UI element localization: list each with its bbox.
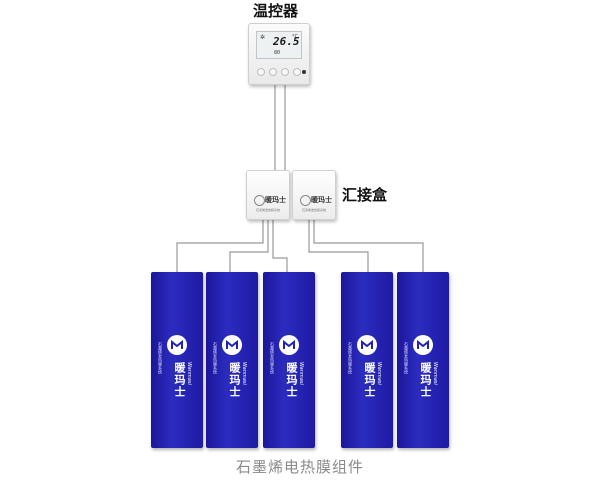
fan-icon: ✲ xyxy=(260,34,266,41)
panel-tagline: 石墨烯发热膜系统 xyxy=(404,342,409,374)
brand-logo-icon xyxy=(222,335,242,355)
panel-brand: 暖玛士 xyxy=(419,362,432,398)
thermostat-button xyxy=(293,68,301,76)
junction-box-right: 暖玛士 石墨烯发热膜系统 xyxy=(292,170,336,220)
temperature-unit: °C xyxy=(292,34,298,40)
junction-box-brand: 暖玛士 xyxy=(311,196,332,204)
wire-panel-4 xyxy=(308,220,369,272)
panel-brand-latin: Wanmasi xyxy=(241,362,247,385)
brand-logo-icon xyxy=(254,195,265,206)
junction-box-left: 暖玛士 石墨烯发热膜系统 xyxy=(246,170,290,220)
heating-film-panel: 石墨烯发热膜系统 暖玛士 Wanmasi xyxy=(151,272,203,448)
panel-brand-latin: Wanmasi xyxy=(186,362,192,385)
panel-brand: 暖玛士 xyxy=(285,362,298,398)
panel-brand: 暖玛士 xyxy=(228,362,241,398)
panel-brand-latin: Wanmasi xyxy=(376,362,382,385)
temperature-readout: 26.5 xyxy=(273,35,300,48)
brand-logo-icon xyxy=(300,195,311,206)
brand-logo-icon xyxy=(357,335,377,355)
wire-panel-1 xyxy=(176,220,264,272)
wire-panel-5 xyxy=(313,220,424,272)
thermostat-button xyxy=(257,68,265,76)
junction-box-slogan: 石墨烯发热膜系统 xyxy=(255,208,280,212)
junction-box-brand: 暖玛士 xyxy=(265,196,286,204)
heating-film-panel: 石墨烯发热膜系统 暖玛士 Wanmasi xyxy=(206,272,258,448)
heating-film-panel: 石墨烯发热膜系统 暖玛士 Wanmasi xyxy=(341,272,393,448)
thermostat-button xyxy=(269,68,277,76)
thermostat-screen: ✲ 26.5 °C 80 xyxy=(256,31,302,59)
thermostat-title: 温控器 xyxy=(253,2,299,20)
panel-brand: 暖玛士 xyxy=(363,362,376,398)
heating-film-panel: 石墨烯发热膜系统 暖玛士 Wanmasi xyxy=(263,272,315,448)
panel-tagline: 石墨烯发热膜系统 xyxy=(270,342,275,374)
thermostat: ✲ 26.5 °C 80 xyxy=(248,23,310,85)
panel-tagline: 石墨烯发热膜系统 xyxy=(158,342,163,374)
junction-box-label: 汇接盒 xyxy=(342,186,388,204)
brand-logo-icon xyxy=(279,335,299,355)
indicator-dot xyxy=(302,70,306,74)
panel-brand: 暖玛士 xyxy=(173,362,186,398)
junction-box-slogan: 石墨烯发热膜系统 xyxy=(301,208,326,212)
thermostat-buttons xyxy=(257,68,301,76)
wire-panel-3 xyxy=(272,220,288,272)
brand-logo-icon xyxy=(167,335,187,355)
thermostat-sub-value: 80 xyxy=(274,50,281,56)
heating-film-panel: 石墨烯发热膜系统 暖玛士 Wanmasi xyxy=(397,272,449,448)
diagram-caption: 石墨烯电热膜组件 xyxy=(235,458,364,476)
wire-panel-2 xyxy=(229,220,269,272)
panel-tagline: 石墨烯发热膜系统 xyxy=(348,342,353,374)
panel-tagline: 石墨烯发热膜系统 xyxy=(213,342,218,374)
panel-brand-latin: Wanmasi xyxy=(298,362,304,385)
brand-logo-icon xyxy=(413,335,433,355)
thermostat-button xyxy=(281,68,289,76)
panel-brand-latin: Wanmasi xyxy=(432,362,438,385)
